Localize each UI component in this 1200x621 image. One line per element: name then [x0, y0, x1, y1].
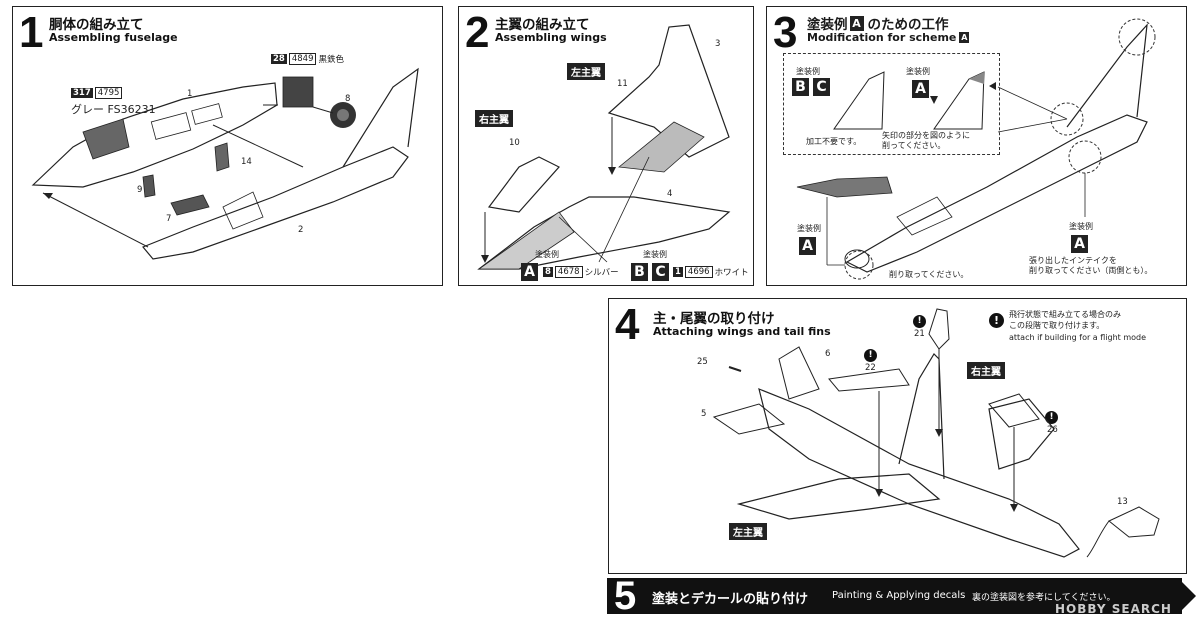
part-3: 3 — [715, 39, 721, 49]
step4-title-jp: 主・尾翼の取り付け — [653, 311, 775, 327]
part-25: 25 — [697, 357, 708, 367]
scheme-a-row: A 8 4678 シルバー — [521, 263, 619, 281]
step5-title-en: Painting & Applying decals — [832, 590, 966, 601]
a-note-2: 削ってください。 — [882, 141, 946, 150]
intake-scheme-label: 塗装例 — [1069, 222, 1093, 231]
scheme-b-box: B — [631, 263, 648, 281]
warning-icon-21: ! — [913, 315, 926, 328]
part-8: 8 — [345, 94, 351, 104]
step5-banner-arrow — [1178, 578, 1196, 614]
step1-title-jp: 胴体の組み立て — [49, 17, 144, 33]
intake-scheme-box: A — [1071, 235, 1088, 253]
step3-number: 3 — [773, 8, 798, 57]
flight-note-jp-2: この段階で取り付けます。 — [1009, 321, 1105, 330]
nose-scheme-box-wrap: A — [799, 235, 818, 255]
step5-number: 5 — [614, 574, 637, 618]
intake-scheme-box-wrap: A — [1071, 233, 1090, 253]
nose-note: 削り取ってください。 — [889, 270, 969, 279]
a-scheme-label: 塗装例 — [906, 67, 930, 76]
step3-panel: 3 塗装例 A のための工作 Modification for scheme A… — [766, 6, 1187, 286]
step2-title-jp: 主翼の組み立て — [495, 17, 590, 33]
part-6: 6 — [825, 349, 831, 359]
step4-number: 4 — [615, 300, 640, 349]
left-wing-tag: 左主翼 — [567, 63, 605, 80]
part-2: 2 — [298, 225, 304, 235]
step4-panel: 4 主・尾翼の取り付け Attaching wings and tail fin… — [608, 298, 1187, 574]
left-wing-tag-4: 左主翼 — [729, 523, 767, 540]
paint-code-silver: 8 4678 シルバー — [543, 266, 619, 278]
paint-code-grey-num: 317 4795 — [71, 87, 123, 99]
aircraft-mod-drawing — [796, 18, 1156, 280]
scheme-label-a: 塗装例 — [535, 250, 559, 259]
part-4: 4 — [667, 189, 673, 199]
nose-scheme-box: A — [799, 237, 816, 255]
final-assembly-drawing — [712, 308, 1160, 558]
part-11: 11 — [617, 79, 628, 89]
intake-note-2: 削り取ってください（両側とも）。 — [1029, 266, 1153, 275]
paint-code-black: 28 4849 黒鉄色 — [271, 53, 344, 65]
step5-note-jp: 裏の塗装図を参考にしてください。 — [972, 593, 1116, 603]
bc-scheme-boxes: B C — [792, 78, 832, 96]
step4-title-en: Attaching wings and tail fins — [653, 325, 831, 338]
scheme-label-bc: 塗装例 — [643, 250, 667, 259]
warning-icon: ! — [989, 313, 1004, 328]
right-wing-tag: 右主翼 — [475, 110, 513, 127]
step1-panel: 1 胴体の組み立て Assembling fuselage 28 4849 黒鉄… — [12, 6, 443, 286]
part-13: 13 — [1117, 497, 1128, 507]
scheme-bc-row: B C 1 4696 ホワイト — [631, 263, 749, 281]
tail-comparison-drawing — [833, 71, 996, 130]
scheme-a-box: A — [521, 263, 538, 281]
step1-number: 1 — [19, 8, 44, 57]
flight-note-en: attach if building for a flight mode — [1009, 333, 1147, 342]
part-5: 5 — [701, 409, 707, 419]
bc-note: 加工不要です。 — [806, 137, 862, 146]
part-22: 22 — [865, 363, 876, 373]
part-7: 7 — [166, 214, 172, 224]
modification-detail-box: 塗装例 B C 加工不要です。 塗装例 A 矢印の部分を図のように 削ってくださ… — [783, 53, 1000, 155]
bc-scheme-label: 塗装例 — [796, 67, 820, 76]
part-14: 14 — [241, 157, 252, 167]
warning-icon-22: ! — [864, 349, 877, 362]
step5-title-jp: 塗装とデカールの貼り付け — [652, 592, 809, 607]
intake-note-1: 張り出したインテイクを — [1029, 256, 1117, 265]
flight-note-jp-1: 飛行状態で組み立てる場合のみ — [1009, 310, 1121, 319]
fuselage-drawing — [31, 67, 419, 260]
a-note-1: 矢印の部分を図のように — [882, 131, 970, 140]
a-scheme-box: A — [912, 80, 929, 98]
paint-code-white: 1 4696 ホワイト — [673, 266, 749, 278]
step5-banner — [607, 578, 1182, 614]
step3-title-jp: 塗装例 A のための工作 — [807, 15, 949, 33]
part-1: 1 — [187, 89, 193, 99]
wing-drawing — [477, 24, 731, 270]
paint-grey-label: グレー FS36231 — [71, 103, 156, 116]
step2-panel: 2 主翼の組み立て Assembling wings 左主翼 右主翼 3 11 … — [458, 6, 754, 286]
step2-title-en: Assembling wings — [495, 31, 607, 44]
part-21: 21 — [914, 329, 925, 339]
step1-title-en: Assembling fuselage — [49, 31, 178, 44]
part-9: 9 — [137, 185, 143, 195]
step3-title-en: Modification for scheme A — [807, 31, 970, 44]
a-scheme-box-wrap: A — [912, 78, 931, 98]
step2-number: 2 — [465, 8, 490, 57]
watermark: HOBBY SEARCH — [1055, 602, 1172, 616]
right-wing-tag-4: 右主翼 — [967, 362, 1005, 379]
nose-scheme-label: 塗装例 — [797, 224, 821, 233]
warning-icon-26: ! — [1045, 411, 1058, 424]
scheme-c-box: C — [652, 263, 669, 281]
part-10: 10 — [509, 138, 520, 148]
